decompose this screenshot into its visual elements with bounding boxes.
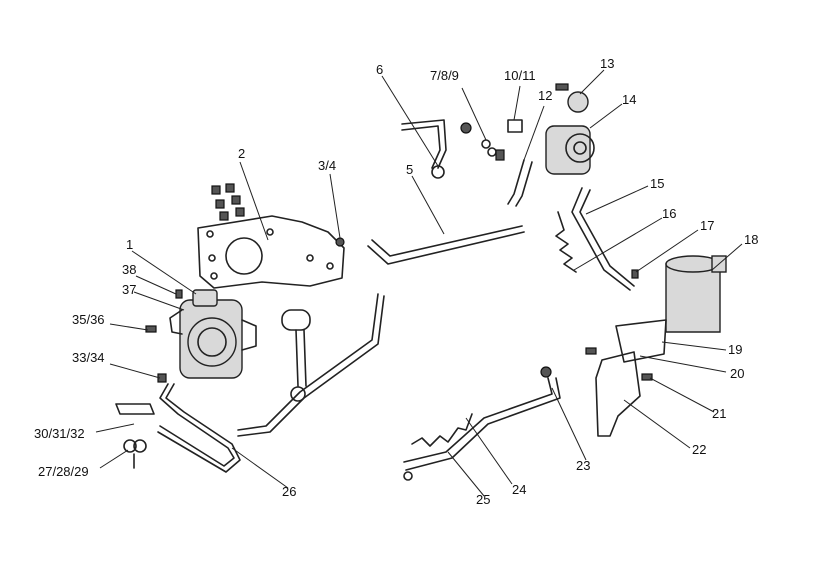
callout-7-8-9: 7/8/9 xyxy=(430,68,459,83)
pipe-bracket xyxy=(115,403,155,415)
callout-18: 18 xyxy=(744,232,758,247)
fitting-10-11 xyxy=(507,119,523,133)
fitting-9 xyxy=(495,149,505,161)
callout-14: 14 xyxy=(622,92,636,107)
callout-13: 13 xyxy=(600,56,614,71)
callout-26: 26 xyxy=(282,484,296,499)
seal-7 xyxy=(481,139,491,149)
return-hose xyxy=(403,377,553,463)
pitman-arm xyxy=(281,309,311,402)
callout-22: 22 xyxy=(692,442,706,457)
seal-8 xyxy=(487,147,497,157)
hose-12 xyxy=(507,159,525,205)
callout-2: 2 xyxy=(238,146,245,161)
fitting-38 xyxy=(175,289,183,299)
callout-17: 17 xyxy=(700,218,714,233)
callout-30-31-32: 30/31/32 xyxy=(34,426,85,441)
callout-27-28-29: 27/28/29 xyxy=(38,464,89,479)
return-hose-end xyxy=(403,471,413,481)
callout-23: 23 xyxy=(576,458,590,473)
callout-37: 37 xyxy=(122,282,136,297)
bolt-left xyxy=(585,347,597,355)
callout-21: 21 xyxy=(712,406,726,421)
oil-reservoir xyxy=(665,255,727,333)
hose-15 xyxy=(571,187,631,291)
callout-25: 25 xyxy=(476,492,490,507)
clamp xyxy=(123,439,147,469)
hose-6-end xyxy=(460,122,472,134)
pressure-pipe-26 xyxy=(157,293,385,473)
reservoir-bracket xyxy=(615,319,667,363)
spring-guard-24 xyxy=(411,413,473,447)
callout-33-34: 33/34 xyxy=(72,350,105,365)
callout-12: 12 xyxy=(538,88,552,103)
leader-lines xyxy=(95,69,743,497)
callout-24: 24 xyxy=(512,482,526,497)
clip-17 xyxy=(631,269,639,279)
callout-38: 38 xyxy=(122,262,136,277)
fitting-33-34 xyxy=(157,373,167,383)
power-steering-pump xyxy=(545,83,595,175)
callout-5: 5 xyxy=(406,162,413,177)
callout-20: 20 xyxy=(730,366,744,381)
callout-6: 6 xyxy=(376,62,383,77)
callout-35-36: 35/36 xyxy=(72,312,105,327)
hose-6 xyxy=(401,119,447,169)
callout-3-4: 3/4 xyxy=(318,158,336,173)
callout-19: 19 xyxy=(728,342,742,357)
bracket-bolts xyxy=(211,183,245,221)
callout-10-11: 10/11 xyxy=(504,68,536,83)
nut xyxy=(335,237,345,247)
pipe-5 xyxy=(371,225,523,257)
fitting-35-36 xyxy=(145,325,157,333)
spring-guard-16 xyxy=(555,211,577,273)
bolt-21 xyxy=(641,373,653,381)
callout-15: 15 xyxy=(650,176,664,191)
callout-16: 16 xyxy=(662,206,676,221)
steering-gear xyxy=(169,289,257,379)
mounting-bracket xyxy=(197,215,345,289)
callout-1: 1 xyxy=(126,237,133,252)
callout-labels: 1 2 3/4 5 6 7/8/9 10/11 12 13 14 15 16 1… xyxy=(34,56,758,507)
support-bracket-22 xyxy=(595,351,641,437)
hose-clamp-23 xyxy=(540,366,552,378)
